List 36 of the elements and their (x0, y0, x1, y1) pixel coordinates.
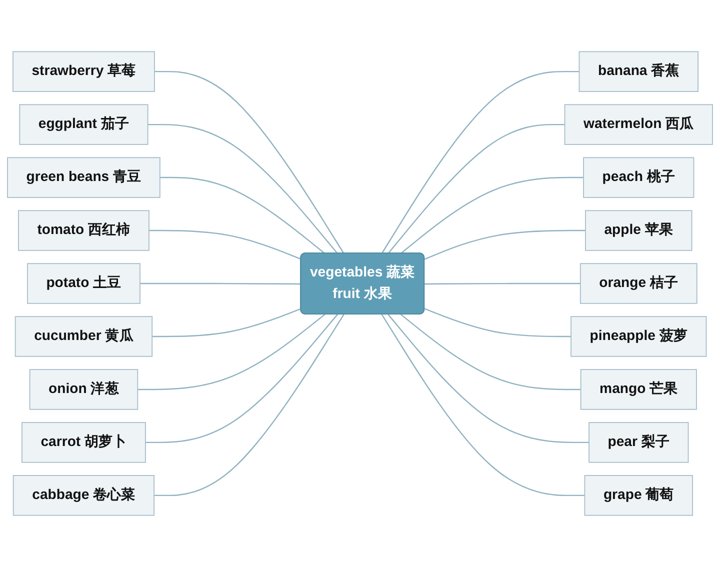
connector (154, 70, 344, 254)
node-box: potato 土豆 (26, 263, 140, 304)
connector (400, 176, 584, 254)
node-box: watermelon 西瓜 (564, 104, 713, 145)
node-box: pear 梨子 (588, 422, 689, 463)
node-box: cucumber 黄瓜 (14, 316, 153, 357)
connector (160, 176, 326, 254)
node-box: strawberry 草莓 (12, 51, 155, 92)
node-box: green beans 青豆 (7, 157, 160, 198)
node-box: orange 桔子 (580, 263, 698, 304)
connector (400, 314, 581, 390)
node-box: eggplant 茄子 (19, 104, 148, 145)
connector (424, 282, 580, 285)
connector (152, 308, 302, 338)
node-box: tomato 西红柿 (18, 210, 150, 251)
node-box: peach 桃子 (583, 157, 694, 198)
connector (154, 314, 344, 496)
connector (140, 282, 302, 285)
node-box: mango 芒果 (580, 369, 697, 410)
connector (138, 314, 326, 390)
node-box: cabbage 卷心菜 (12, 475, 155, 516)
connector (381, 314, 585, 496)
node-box: onion 洋葱 (29, 369, 138, 410)
connector (145, 314, 338, 444)
connector (424, 230, 586, 260)
node-box: banana 香蕉 (578, 51, 698, 92)
connector (148, 230, 302, 260)
node-box: pineapple 菠萝 (570, 316, 707, 357)
connector (424, 308, 572, 338)
connector (148, 124, 338, 254)
connector (381, 70, 580, 254)
node-box: grape 葡萄 (584, 475, 694, 516)
node-box: carrot 胡萝卜 (22, 422, 146, 463)
connector (388, 314, 589, 444)
node-box: apple 苹果 (585, 210, 692, 251)
connector (388, 124, 565, 254)
